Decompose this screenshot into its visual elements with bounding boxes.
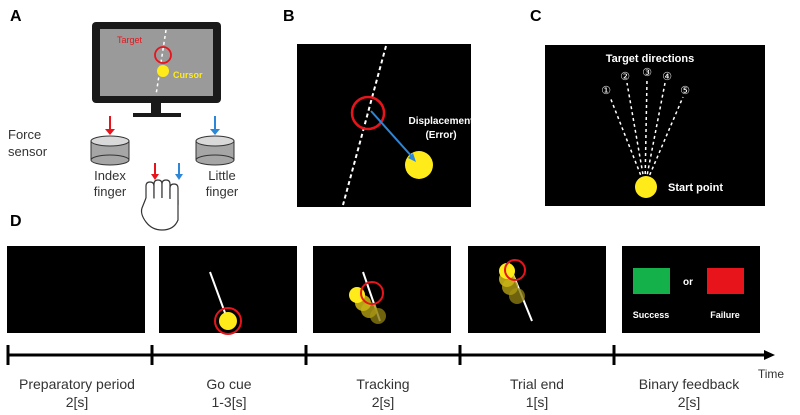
force-sensor-right-icon <box>195 116 235 166</box>
index-label-1: Index <box>94 168 126 183</box>
time-label: Time <box>758 367 785 381</box>
trial-end-cursor <box>499 263 515 279</box>
phase-tracking: Tracking 2[s] <box>308 375 458 411</box>
phase-go-cue: Go cue 1-3[s] <box>154 375 304 411</box>
panel-label-c: C <box>530 8 542 25</box>
phase-name: Preparatory period <box>19 376 135 392</box>
displacement-label-1: Displacement <box>408 116 474 127</box>
start-point-dot <box>635 176 657 198</box>
phase-preparatory: Preparatory period 2[s] <box>2 375 152 411</box>
target-circle-b <box>350 95 386 131</box>
force-sensor-left-icon <box>90 116 130 166</box>
direction-lines <box>609 78 684 187</box>
little-label-2: finger <box>206 184 239 199</box>
trial-end-target <box>504 259 526 281</box>
success-label: Success <box>633 310 670 320</box>
cursor-label: Cursor <box>173 70 203 80</box>
panel-label-a: A <box>10 8 22 25</box>
phase-name: Go cue <box>206 376 252 392</box>
phase-duration: 1[s] <box>525 394 549 410</box>
screen-preparatory <box>7 246 145 333</box>
phase-feedback: Binary feedback 2[s] <box>614 375 764 411</box>
cursor-dot-b <box>405 151 433 179</box>
go-cue-target <box>214 307 242 335</box>
phase-duration: 2[s] <box>677 394 701 410</box>
phase-duration: 1-3[s] <box>211 394 247 410</box>
force-label-1: Force <box>8 127 41 142</box>
tracking-target <box>360 281 384 305</box>
target-directions-title: Target directions <box>606 53 694 65</box>
error-arrowhead <box>408 153 416 162</box>
timeline-ticks <box>6 345 616 365</box>
force-label-2: sensor <box>8 144 48 159</box>
phase-duration: 2[s] <box>65 394 89 410</box>
cursor-dot-a <box>157 65 169 77</box>
displacement-label-2: (Error) <box>425 130 456 141</box>
failure-square <box>707 268 744 294</box>
timeline-arrowhead <box>764 350 775 360</box>
direction-number-2: ② <box>620 70 630 83</box>
panel-label-b: B <box>283 8 295 25</box>
direction-number-5: ⑤ <box>680 84 690 97</box>
phase-name: Trial end <box>510 376 564 392</box>
go-cue-cursor <box>219 312 237 330</box>
phase-name: Binary feedback <box>638 376 740 392</box>
direction-number-3: ③ <box>642 66 652 79</box>
start-point-label: Start point <box>668 182 723 194</box>
panel-c-screen <box>545 45 765 206</box>
finger-arrows-icon <box>151 163 183 180</box>
monitor-icon <box>92 22 221 117</box>
phase-duration: 2[s] <box>371 394 395 410</box>
hand-icon <box>140 179 179 231</box>
target-label: Target <box>117 35 143 45</box>
failure-label: Failure <box>710 310 740 320</box>
screen-trial-end <box>468 246 606 333</box>
index-label-2: finger <box>94 184 127 199</box>
phase-name: Tracking <box>356 376 410 392</box>
target-circle-a <box>154 46 172 64</box>
panel-label-d: D <box>10 213 22 230</box>
little-label-1: Little <box>208 168 235 183</box>
phase-trial-end: Trial end 1[s] <box>462 375 612 411</box>
error-arrow <box>370 110 415 160</box>
direction-number-1: ① <box>601 84 611 97</box>
success-square <box>633 268 670 294</box>
or-label: or <box>683 277 693 288</box>
direction-number-4: ④ <box>662 70 672 83</box>
